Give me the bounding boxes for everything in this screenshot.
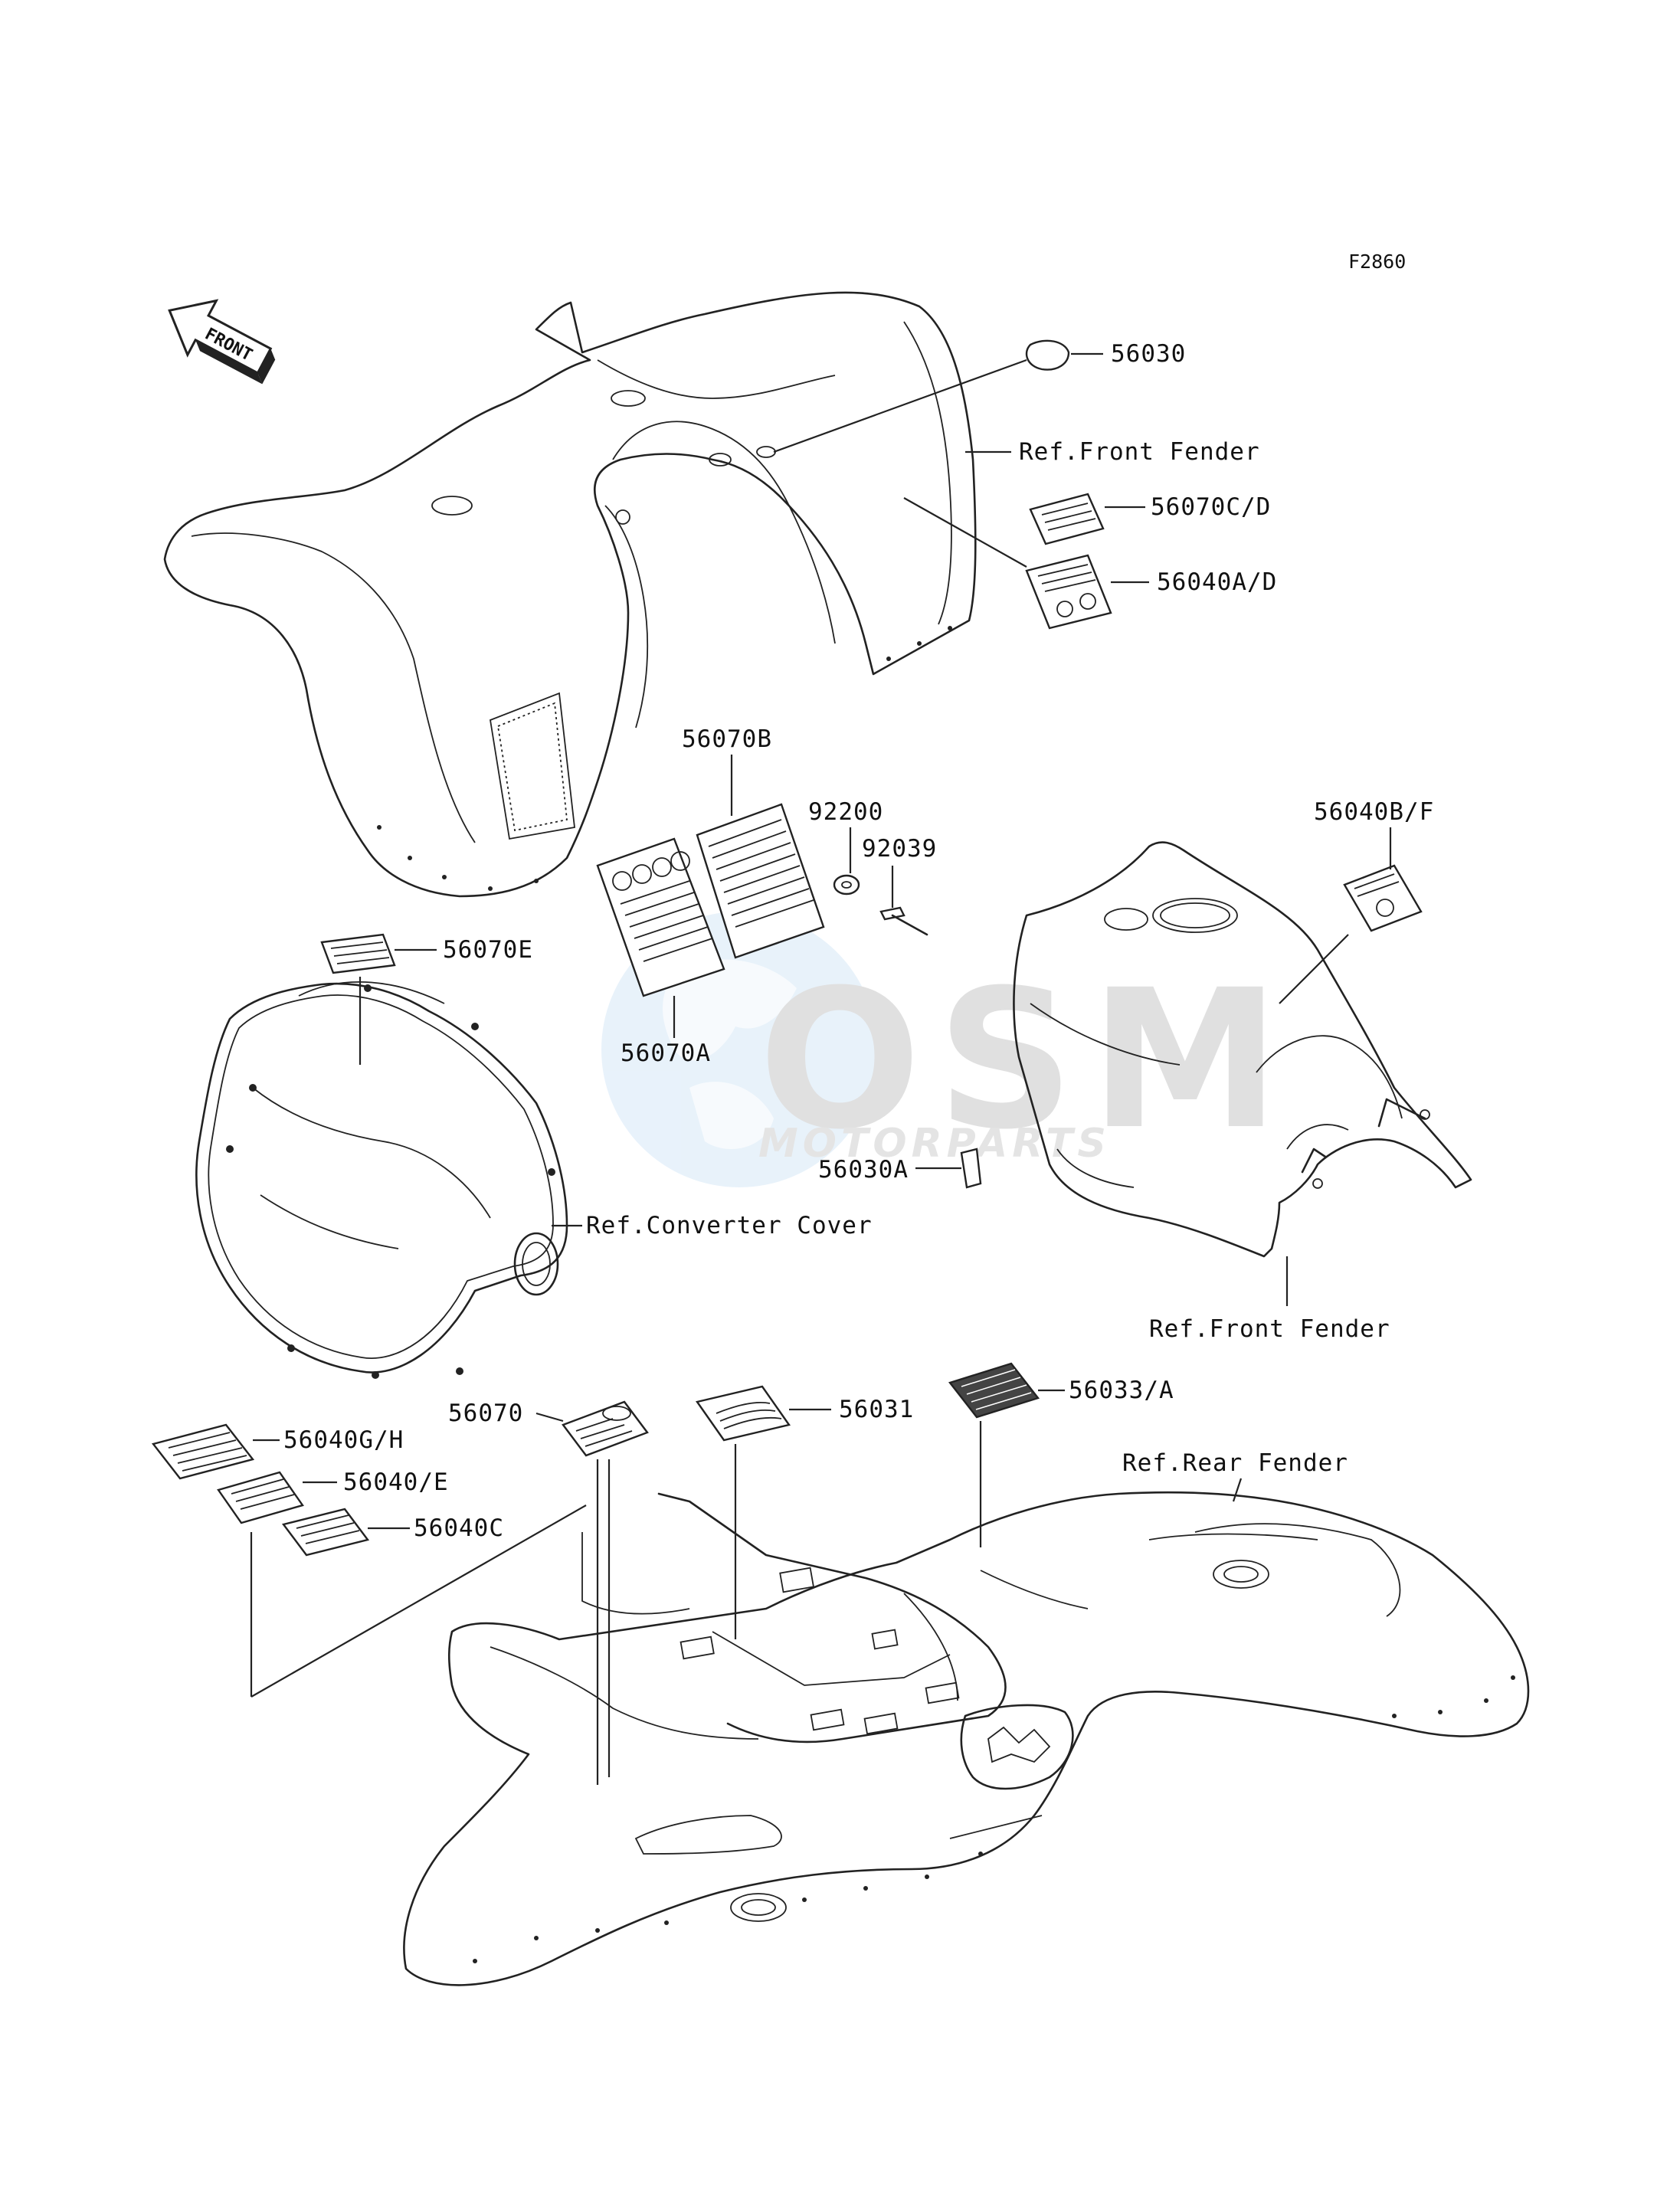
- part-56070cd[interactable]: 56070C/D: [1029, 493, 1271, 545]
- part-56040e[interactable]: 56040/E: [217, 1468, 449, 1524]
- label-ref-front-fender-top: Ref.Front Fender: [1019, 438, 1260, 466]
- label-56070b: 56070B: [682, 725, 772, 753]
- part-56040bf[interactable]: 56040B/F: [1279, 798, 1434, 1004]
- ref-rear-fender: Ref.Rear Fender: [1122, 1449, 1348, 1502]
- rear-fender: [403, 1491, 1530, 1986]
- ref-converter-cover: Ref.Converter Cover: [552, 1212, 873, 1239]
- label-56040e: 56040/E: [343, 1468, 449, 1496]
- part-56040ad[interactable]: 56040A/D: [903, 497, 1277, 630]
- part-56040c[interactable]: 56040C: [250, 1505, 587, 1698]
- converter-cover: [195, 981, 568, 1379]
- part-56030a[interactable]: 56030A: [818, 1148, 982, 1189]
- front-fender-upper: [163, 291, 977, 898]
- label-ref-rear-fender: Ref.Rear Fender: [1122, 1449, 1348, 1477]
- label-92039: 92039: [862, 835, 937, 863]
- label-56030: 56030: [1111, 340, 1186, 368]
- ref-front-fender-lower: Ref.Front Fender: [1149, 1256, 1390, 1343]
- part-92039[interactable]: 92039: [862, 835, 937, 936]
- part-92200[interactable]: 92200: [808, 798, 883, 895]
- label-56070a: 56070A: [621, 1040, 711, 1067]
- ref-front-fender-top: Ref.Front Fender: [965, 438, 1260, 466]
- label-56040ad: 56040A/D: [1157, 568, 1277, 596]
- label-ref-front-fender-lower: Ref.Front Fender: [1149, 1315, 1390, 1343]
- part-56033a[interactable]: 56033/A: [948, 1362, 1174, 1547]
- label-92200: 92200: [808, 798, 883, 826]
- label-56040gh: 56040G/H: [283, 1426, 404, 1454]
- label-56070: 56070: [448, 1400, 523, 1427]
- label-56030a: 56030A: [818, 1156, 909, 1184]
- watermark-subtitle: MOTORPARTS: [758, 1121, 1111, 1167]
- label-56031: 56031: [839, 1396, 914, 1423]
- part-56070b[interactable]: 56070B: [682, 725, 825, 959]
- label-56040c: 56040C: [414, 1514, 504, 1542]
- label-56070e: 56070E: [443, 936, 533, 964]
- label-ref-converter-cover: Ref.Converter Cover: [586, 1212, 873, 1239]
- front-arrow-icon: FRONT: [168, 299, 276, 385]
- label-56033a: 56033/A: [1069, 1377, 1174, 1404]
- label-56070cd: 56070C/D: [1151, 493, 1271, 521]
- part-56070[interactable]: 56070: [448, 1400, 649, 1785]
- part-56031[interactable]: 56031: [696, 1385, 914, 1639]
- part-56030[interactable]: 56030: [773, 339, 1186, 453]
- part-56070a[interactable]: 56070A: [596, 837, 725, 1067]
- diagram-code: F2860: [1348, 250, 1406, 273]
- label-56040bf: 56040B/F: [1314, 798, 1434, 826]
- part-56040gh[interactable]: 56040G/H: [151, 1423, 404, 1480]
- part-56070e[interactable]: 56070E: [320, 933, 533, 1065]
- front-fender-lower-right: [1013, 841, 1472, 1258]
